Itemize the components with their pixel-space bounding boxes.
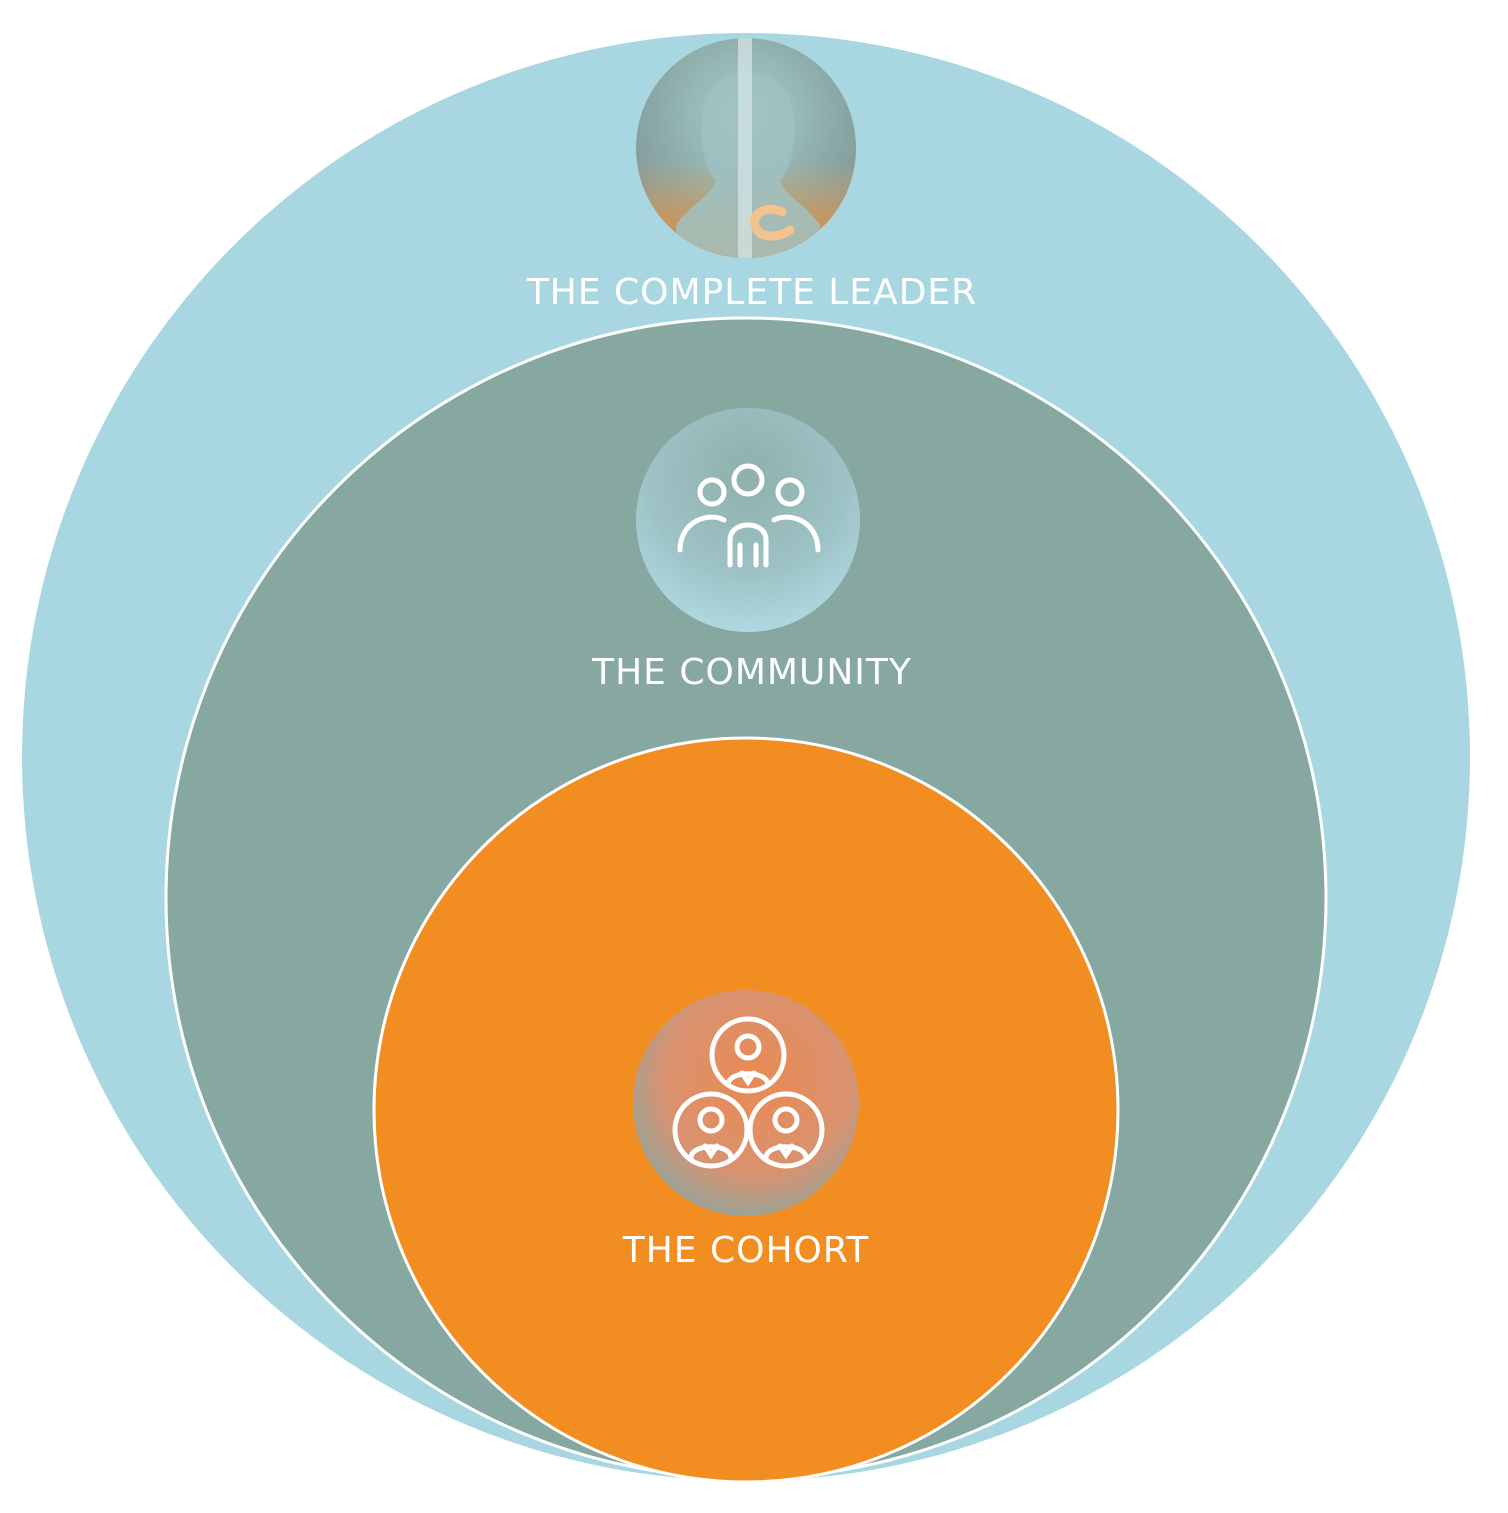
community-people-icon (636, 408, 860, 632)
leader-label: THE COMPLETE LEADER (526, 272, 977, 313)
cohort-label: THE COHORT (622, 1230, 870, 1271)
community-label: THE COMMUNITY (591, 652, 912, 693)
cohort-group-icon (633, 990, 859, 1216)
